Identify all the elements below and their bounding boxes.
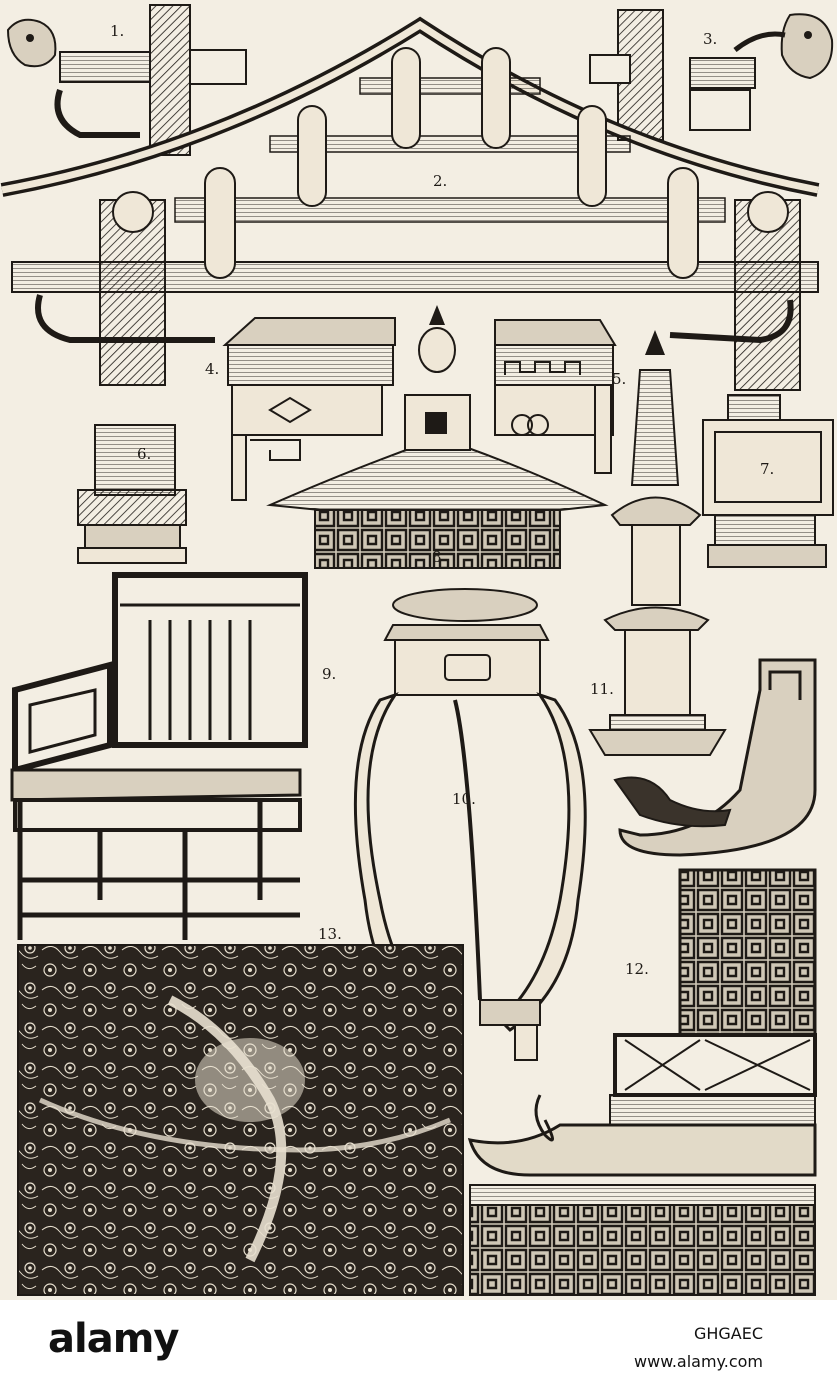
fig1-bracket: [6, 4, 247, 156]
image-id: GHGAEC: [693, 1324, 763, 1343]
fig13-textile-panel: [17, 944, 464, 1296]
site-url: www.alamy.com: [634, 1352, 763, 1371]
figure-label-6: 6.: [137, 445, 152, 463]
fig11-pagoda: [588, 330, 727, 756]
watermark-footer: alamy GHGAEC www.alamy.com: [0, 1300, 837, 1390]
fig9-armchair: [10, 572, 308, 940]
figure-label-8: 8: [432, 548, 442, 566]
fig4-table-corner: [222, 317, 396, 501]
fig8-pavilion-roof: [266, 305, 609, 569]
figure-label-12: 12.: [625, 960, 649, 978]
figure-label-5: 5.: [612, 370, 627, 388]
fig5-table-corner: [494, 319, 617, 474]
figure-label-4: 4.: [205, 360, 220, 378]
figure-label-13: 13.: [318, 925, 342, 943]
figure-label-11: 11.: [590, 680, 614, 698]
engraving-drawing: [0, 4, 834, 1296]
fig7-column-base: [702, 394, 834, 568]
engraving-plate: 1. 2. 3. 4. 5. 6. 7. 8 9. 10. 11. 12. 13…: [0, 0, 837, 1300]
figure-label-10: 10.: [452, 790, 476, 808]
figure-label-2: 2.: [433, 172, 448, 190]
brand-logo: alamy: [48, 1316, 179, 1362]
fig6-column-base: [77, 424, 187, 564]
figure-label-1: 1.: [110, 22, 125, 40]
figure-label-3: 3.: [703, 30, 718, 48]
figure-label-7: 7.: [760, 460, 775, 478]
fig2-roof-frame: [0, 16, 820, 391]
fig3-bracket: [589, 9, 834, 141]
figure-label-9: 9.: [322, 665, 337, 683]
fig12-eave-corner: [467, 658, 817, 1296]
